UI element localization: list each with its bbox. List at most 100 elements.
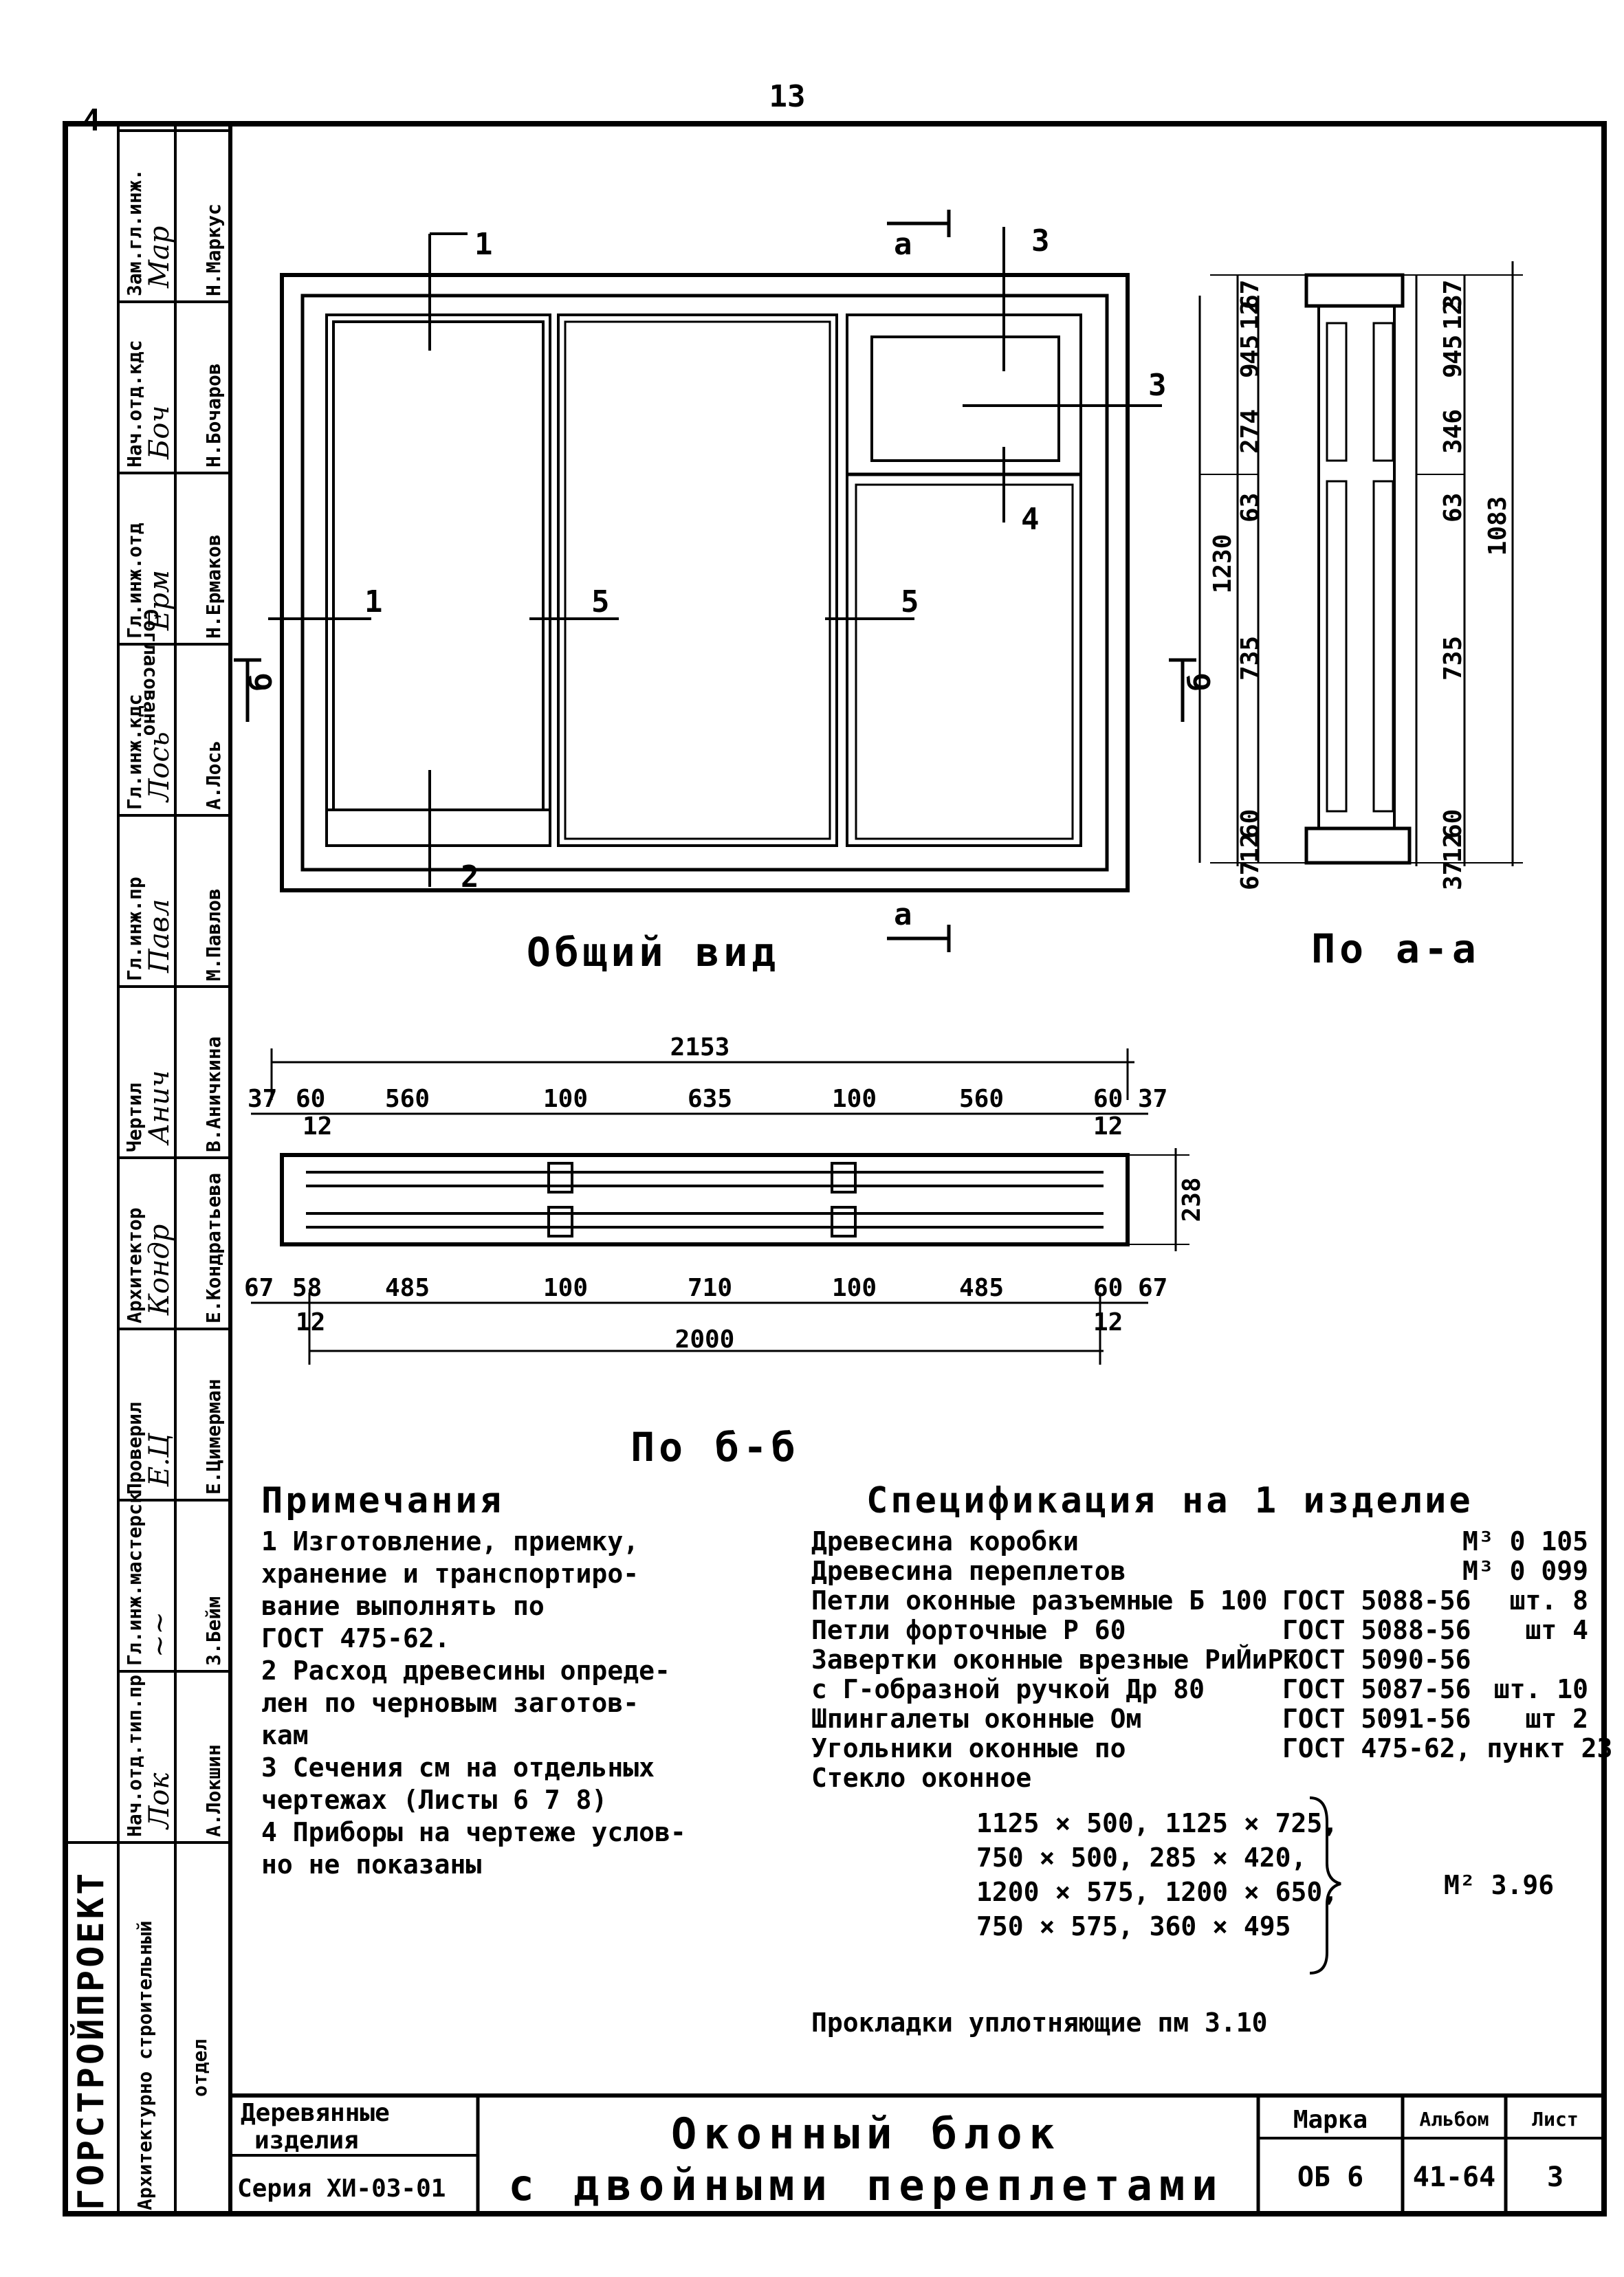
stamp-dept-1: Архитектурно строительный xyxy=(133,1921,156,2210)
spec-row-qty: шт 4 xyxy=(1525,1615,1588,1645)
general-view-labels: 1 1 2 3 3 4 5 5 а а б б Общий вид xyxy=(244,223,1218,976)
note-line: хранение и транспортиро- xyxy=(261,1559,639,1589)
tb-sheet-head: Лист xyxy=(1532,2108,1578,2131)
dim-bb-top: 37 xyxy=(248,1085,277,1113)
part-label-3-pane: 3 xyxy=(1148,368,1167,403)
glass-brace xyxy=(1309,1796,1341,1974)
spec-row-ref: ГОСТ 5091-56 xyxy=(1282,1704,1471,1734)
dim-bb-bottom: 485 xyxy=(959,1274,1004,1302)
dim-bb-bottom: 67 xyxy=(244,1274,274,1302)
stamp-role: Гл.инж.отд xyxy=(123,522,146,639)
dim-bb-bottom: 100 xyxy=(543,1274,588,1302)
tb-title-2: с двойными переплетами xyxy=(508,2160,1224,2210)
stamp-signature: Анич xyxy=(144,1070,175,1146)
section-aa-overall-left: 1230 xyxy=(1209,534,1237,594)
dim-bb-bottom: 100 xyxy=(832,1274,877,1302)
dim-bb-top: 560 xyxy=(385,1085,430,1113)
dim-aa-right: 12 xyxy=(1439,300,1467,330)
stamp-signature: Кондр xyxy=(144,1224,175,1316)
note-line: чертежах (Листы 6 7 8) xyxy=(261,1785,607,1815)
tb-group-2: изделия xyxy=(254,2126,359,2155)
tb-mark: ОБ 6 xyxy=(1297,2162,1363,2193)
section-mark-a-bottom: а xyxy=(894,897,912,932)
stamp-signature: Мар xyxy=(144,226,175,289)
general-view xyxy=(234,210,1196,952)
dim-bb-small-top: 12 xyxy=(303,1112,332,1141)
spec-row-name: Петли оконные разъемные Б 100 xyxy=(811,1585,1267,1616)
note-line: но не показаны xyxy=(261,1849,481,1880)
spec-row-ref: ГОСТ 5088-56 xyxy=(1282,1615,1471,1645)
dim-bb-bottom: 58 xyxy=(292,1274,322,1302)
stamp-name: В.Аничкина xyxy=(202,1036,225,1152)
section-bb xyxy=(251,1048,1189,1365)
section-aa xyxy=(1198,261,1523,866)
dim-aa-left: 67 xyxy=(1236,861,1264,890)
dim-aa-right: 60 xyxy=(1439,809,1467,839)
dim-aa-left: 45 xyxy=(1236,335,1264,364)
section-bb-overall-bottom: 2000 xyxy=(675,1326,735,1354)
stamp-name: Н.Бочаров xyxy=(202,363,225,468)
note-line: 4 Приборы на чертеже услов- xyxy=(261,1817,686,1847)
tb-series: Серия ХИ-03-01 xyxy=(237,2175,446,2203)
dim-aa-right: 12 xyxy=(1439,833,1467,863)
spec-row-ref: ГОСТ 5088-56 xyxy=(1282,1585,1471,1616)
stamp-name: А.Локшин xyxy=(202,1744,225,1837)
spec-row-name: Шпингалеты оконные Ом xyxy=(811,1704,1141,1734)
stamp-name: Н.Маркус xyxy=(202,204,225,296)
section-mark-b-left: б xyxy=(244,673,279,692)
spec-row-ref: ГОСТ 475-62, пункт 23 xyxy=(1282,1733,1612,1763)
spec-row-qty: шт. 8 xyxy=(1510,1585,1588,1616)
stamp-name: А.Лось xyxy=(202,740,225,810)
dim-bb-bottom: 485 xyxy=(385,1274,430,1302)
stamp-signature: Павл xyxy=(144,899,175,974)
dim-aa-left: 12 xyxy=(1236,300,1264,330)
dim-bb-top: 635 xyxy=(688,1085,732,1113)
part-label-4: 4 xyxy=(1021,502,1040,537)
dim-bb-top: 100 xyxy=(832,1085,877,1113)
spec-row-name: Петли форточные Р 60 xyxy=(811,1615,1126,1645)
general-view-caption: Общий вид xyxy=(527,929,780,976)
stamp-role: Архитектор xyxy=(123,1207,146,1323)
dim-bb-small-bottom: 12 xyxy=(296,1308,325,1336)
spec-glass-line: 1200 × 575, 1200 × 650, xyxy=(976,1877,1338,1907)
dim-aa-right: 45 xyxy=(1439,335,1467,364)
stamp-role: Чертил xyxy=(123,1083,146,1152)
spec-row-qty: М³ 0 099 xyxy=(1462,1556,1588,1586)
stamp-role: Зам.гл.инж. xyxy=(123,169,146,296)
spec-glass-line: 1125 × 500, 1125 × 725, xyxy=(976,1808,1338,1838)
section-bb-height: 238 xyxy=(1178,1177,1206,1222)
dim-bb-top: 60 xyxy=(1093,1085,1123,1113)
dim-aa-left: 274 xyxy=(1236,409,1264,454)
spec-glass-line: 750 × 500, 285 × 420, xyxy=(976,1842,1306,1873)
spec-last: Прокладки уплотняющие пм 3.10 xyxy=(811,2008,1267,2038)
part-label-1-left: 1 xyxy=(364,584,383,619)
stamp-signature: Лок xyxy=(144,1773,175,1830)
dim-aa-right: 37 xyxy=(1439,280,1467,309)
notes-lines: 1 Изготовление, приемку, хранение и тран… xyxy=(261,1526,686,1880)
section-mark-a-top: а xyxy=(894,227,912,262)
stamp-role: Нач.отд.тип.пр xyxy=(123,1675,146,1837)
spec-row-name: с Г-образной ручкой Др 80 xyxy=(811,1674,1205,1704)
dim-aa-right: 346 xyxy=(1439,409,1467,454)
tb-sheet: 3 xyxy=(1547,2162,1563,2193)
stamp-signature: ~~ xyxy=(144,1612,175,1658)
part-label-2: 2 xyxy=(461,859,479,894)
dim-bb-bottom: 67 xyxy=(1138,1274,1167,1302)
tb-group-1: Деревянные xyxy=(241,2099,390,2127)
note-line: 1 Изготовление, приемку, xyxy=(261,1526,639,1556)
note-line: 3 Сечения см на отдельных xyxy=(261,1752,655,1783)
part-label-1-top: 1 xyxy=(474,227,493,262)
spec-row-qty: М³ 0 105 xyxy=(1462,1526,1588,1556)
title-block xyxy=(230,2096,1604,2214)
dim-aa-left: 60 xyxy=(1236,809,1264,839)
dim-bb-top: 100 xyxy=(543,1085,588,1113)
part-label-5-right: 5 xyxy=(901,584,919,619)
dim-aa-left: 63 xyxy=(1236,493,1264,522)
part-label-3-top: 3 xyxy=(1031,223,1050,258)
stamp-role: Нач.отд.кдс xyxy=(123,340,146,468)
dim-bb-bottom: 60 xyxy=(1093,1274,1123,1302)
spec-row-name: Древесина переплетов xyxy=(811,1556,1126,1586)
